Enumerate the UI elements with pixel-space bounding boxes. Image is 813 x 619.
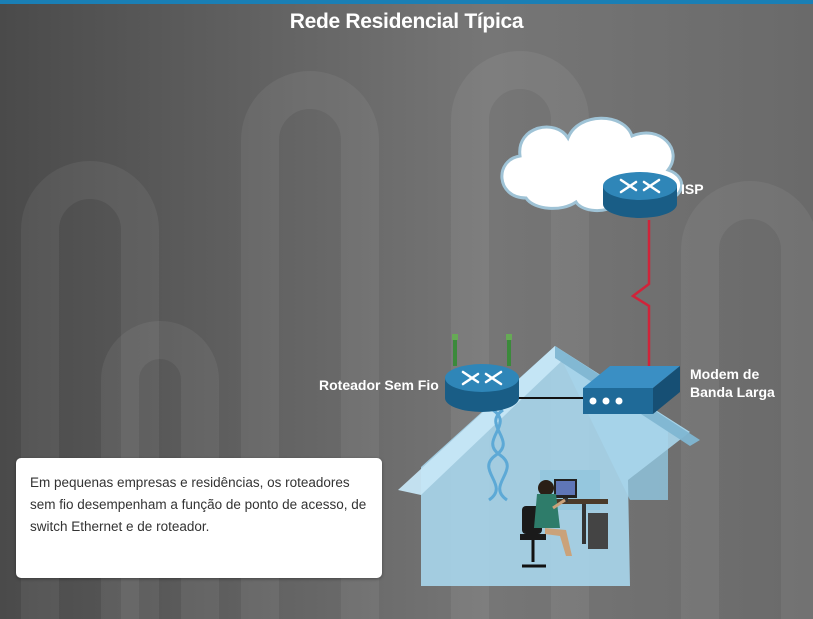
modem-icon [583,366,680,414]
top-accent-bar [0,0,813,4]
info-box: Em pequenas empresas e residências, os r… [16,458,382,578]
modem-label: Modem de Banda Larga [690,365,800,401]
info-text: Em pequenas empresas e residências, os r… [30,475,367,534]
isp-label: ISP [681,181,704,197]
modem-label-line2: Banda Larga [690,384,775,400]
page-title: Rede Residencial Típica [289,10,524,33]
modem-label-line1: Modem de [690,366,760,382]
background-arches [20,51,813,619]
wireless-signal-icon [487,408,509,502]
computer-user-icon [520,479,608,568]
wireless-router-label: Roteador Sem Fio [319,377,439,393]
wan-link [630,220,651,372]
router-icon [603,172,677,218]
wireless-router-icon [445,334,519,412]
